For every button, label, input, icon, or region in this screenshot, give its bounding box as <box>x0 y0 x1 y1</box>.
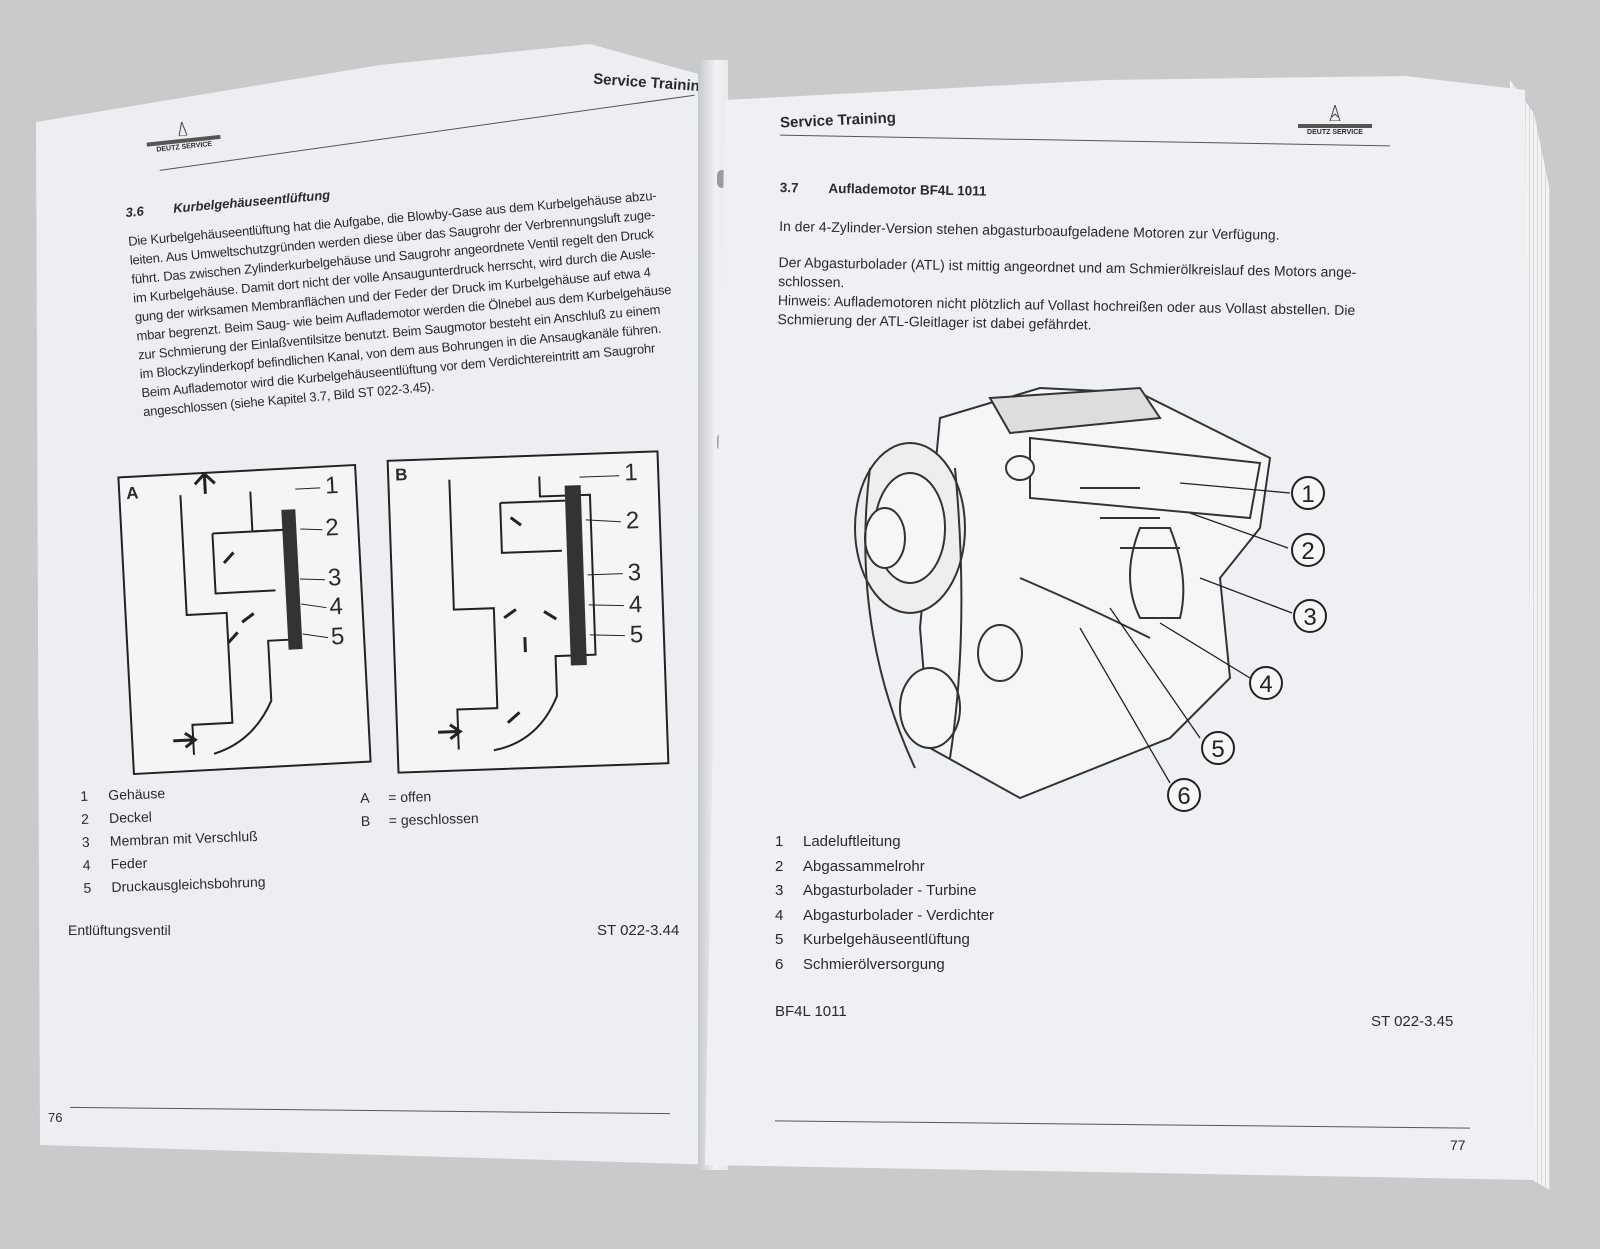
deutz-logo: DEUTZ SERVICE <box>1298 104 1372 136</box>
engine-callout-5: 5 <box>1211 736 1224 763</box>
callout-4: 4 <box>328 592 344 621</box>
page-number: 77 <box>1450 1137 1466 1153</box>
engine-callout-1: 1 <box>1301 481 1314 508</box>
callout-5: 5 <box>330 622 346 651</box>
callout-1: 1 <box>623 459 639 487</box>
deutz-logo: DEUTZ SERVICE <box>145 118 222 155</box>
engine-callout-3: 3 <box>1303 604 1316 631</box>
callout-3: 3 <box>327 563 342 592</box>
binding-hole <box>717 170 727 188</box>
engine-callout-6: 6 <box>1177 783 1190 810</box>
state-legend: A= offen B= geschlossen <box>360 787 479 836</box>
diagram-label-b: B <box>394 465 408 485</box>
page-number: 76 <box>48 1110 63 1125</box>
callout-1: 1 <box>324 471 340 500</box>
valve-diagram-open: A 1 2 3 4 5 <box>117 463 372 776</box>
figure-id: ST 022-3.44 <box>597 922 680 939</box>
engine-callout-2: 2 <box>1301 538 1314 565</box>
callout-5: 5 <box>629 621 644 649</box>
callout-2: 2 <box>324 513 340 542</box>
figure-id: ST 022-3.45 <box>1371 1013 1454 1030</box>
left-header: DEUTZ SERVICE Service Training <box>140 20 709 171</box>
section-3-7: 3.7 Auflademotor BF4L 1011 In der 4-Zyli… <box>777 180 1357 339</box>
callout-2: 2 <box>625 507 640 535</box>
valve-diagram-closed: B 1 2 3 4 5 <box>386 450 670 774</box>
turbo-paragraph: Der Abgasturbolader (ATL) ist mittig ang… <box>777 253 1356 339</box>
state-legend-item: A= offen <box>360 788 432 806</box>
figure-caption: BF4L 1011 <box>775 1003 847 1020</box>
figure-caption: Entlüftungsventil <box>68 922 171 938</box>
section-title: Auflademotor BF4L 1011 <box>828 180 987 199</box>
state-legend-item: B= geschlossen <box>360 809 479 829</box>
callout-3: 3 <box>627 559 642 587</box>
section-number: 3.6 <box>125 203 145 220</box>
section-number: 3.7 <box>779 180 799 196</box>
deutz-cathedral-icon <box>178 121 188 137</box>
diagram-label-a: A <box>125 483 140 504</box>
valve-open-drawing <box>173 471 329 755</box>
engine-callout-4: 4 <box>1259 671 1272 698</box>
engine-illustration: 1 2 3 4 5 6 <box>854 386 1327 812</box>
deutz-cathedral-icon <box>1329 104 1341 122</box>
callout-4: 4 <box>628 591 643 619</box>
intro-paragraph: In der 4-Zylinder-Version stehen abgastu… <box>779 217 1280 243</box>
valve-closed-drawing <box>438 475 625 752</box>
